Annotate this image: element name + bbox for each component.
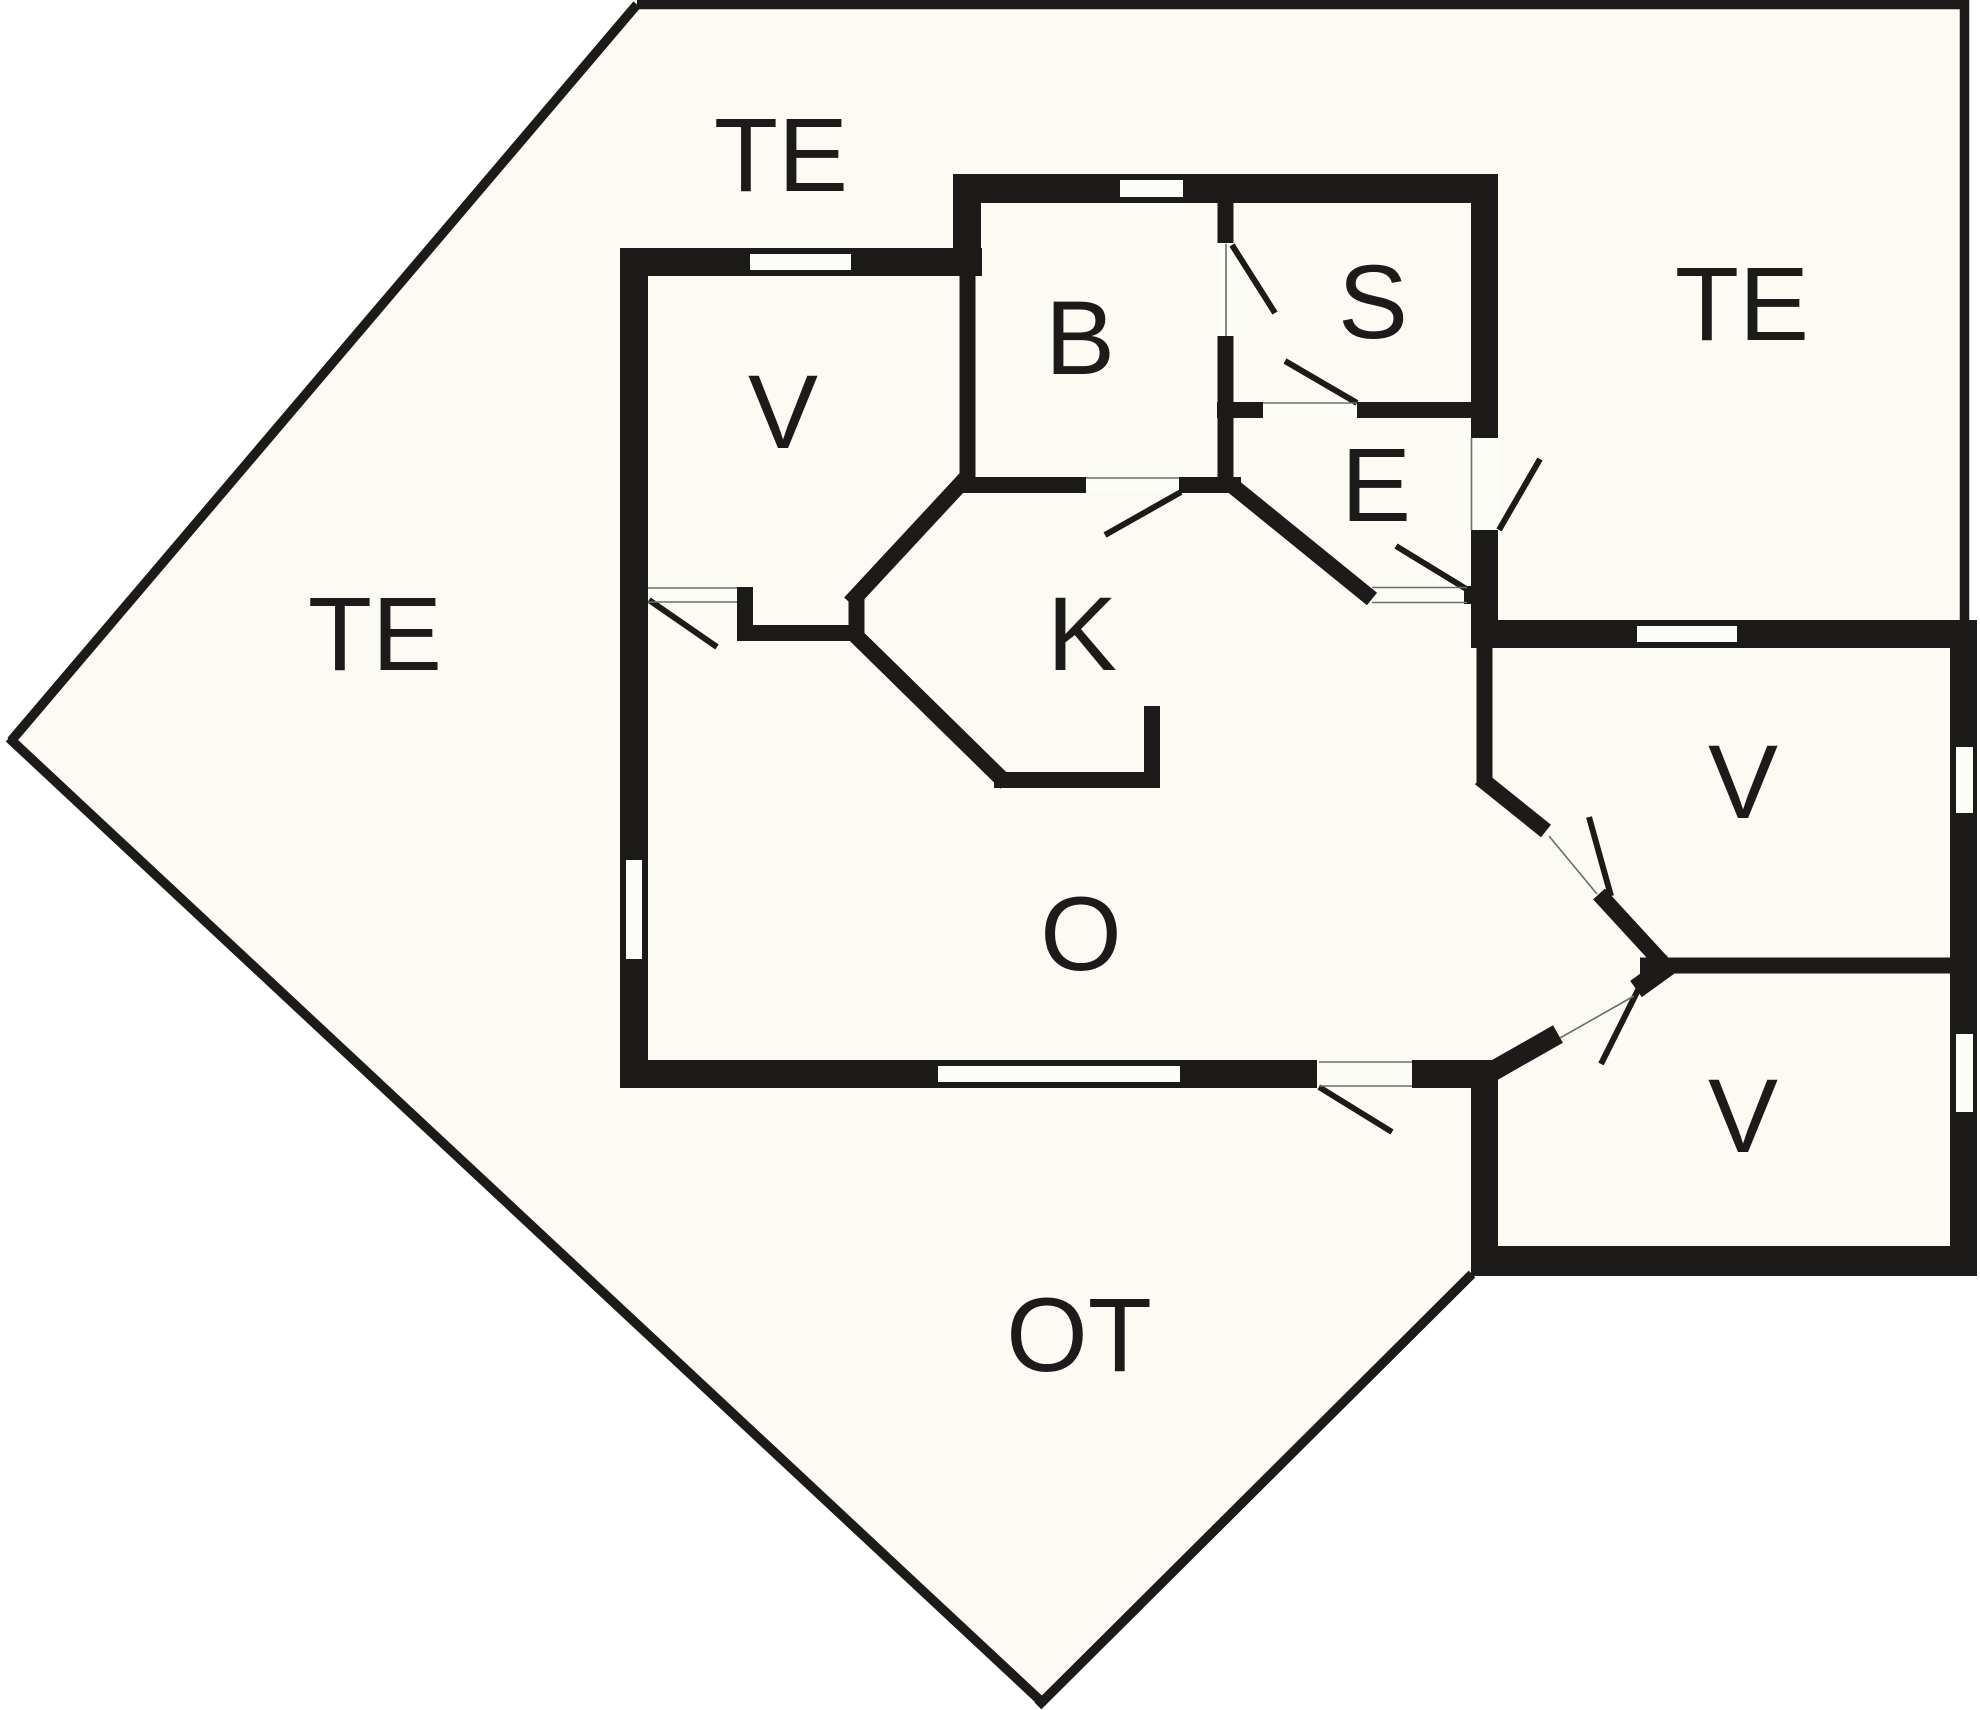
svg-text:O: O [1040,876,1122,993]
svg-text:V: V [1708,1058,1778,1175]
svg-text:V: V [1708,724,1778,841]
svg-text:TE: TE [1675,246,1809,363]
svg-text:B: B [1045,280,1115,397]
svg-text:TE: TE [714,97,848,214]
svg-text:TE: TE [308,576,442,693]
svg-text:S: S [1338,244,1408,361]
svg-text:K: K [1047,576,1117,693]
svg-text:OT: OT [1006,1277,1152,1394]
svg-text:V: V [748,354,818,471]
svg-text:E: E [1341,427,1411,544]
